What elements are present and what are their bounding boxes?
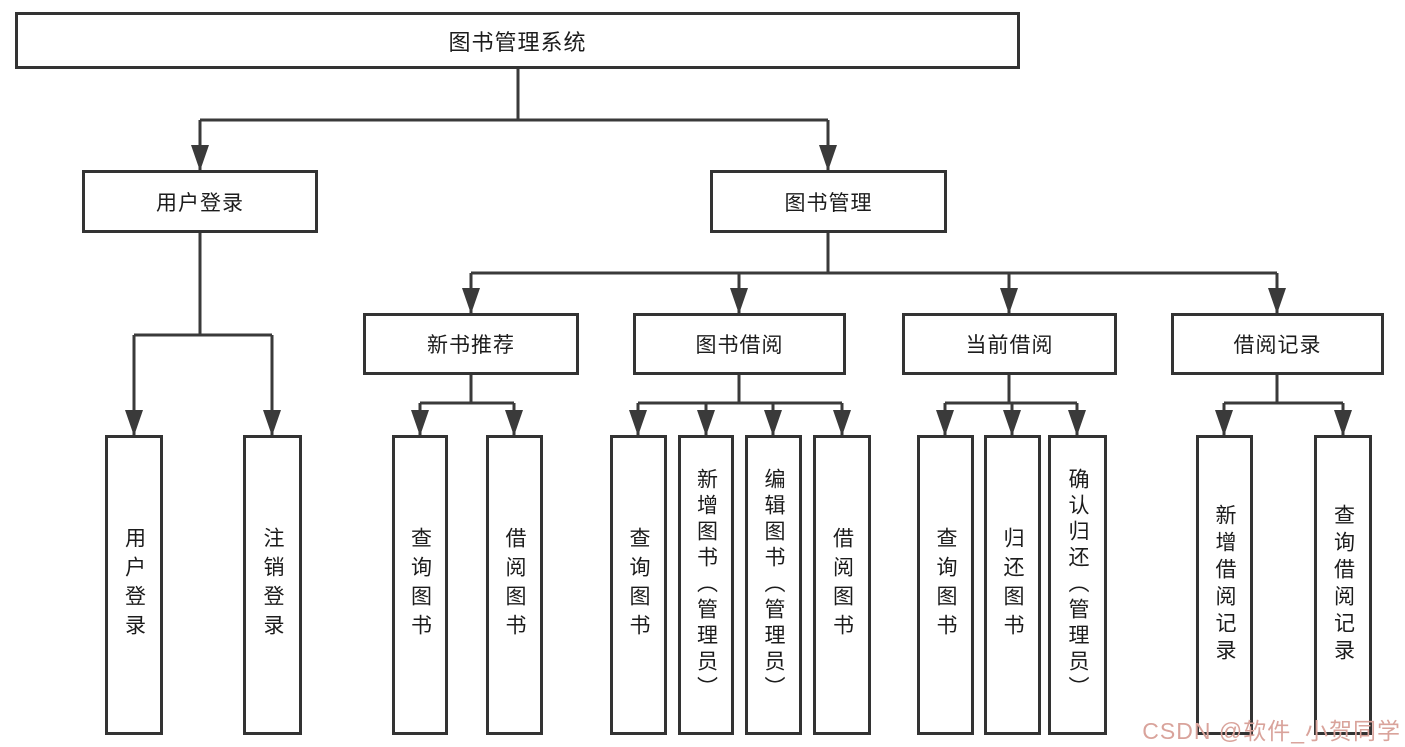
node-label: 编辑图书（管理员） bbox=[762, 468, 785, 702]
node-leaf-logout: 注销登录 bbox=[243, 435, 302, 735]
node-label: 新书推荐 bbox=[427, 334, 515, 357]
node-leaf-return-book: 归还图书 bbox=[984, 435, 1041, 735]
node-leaf-edit-book-admin: 编辑图书（管理员） bbox=[745, 435, 802, 735]
node-label: 注销登录 bbox=[261, 527, 284, 643]
node-book-management: 图书管理 bbox=[710, 170, 947, 233]
connector-bookborrow-to-leaves bbox=[629, 375, 851, 436]
node-borrow-record: 借阅记录 bbox=[1171, 313, 1384, 375]
node-label: 用户登录 bbox=[156, 191, 244, 215]
node-label: 查询图书 bbox=[934, 527, 957, 643]
node-current-borrow: 当前借阅 bbox=[902, 313, 1117, 375]
watermark: CSDN @软件_小贺同学 bbox=[1142, 718, 1401, 744]
node-label: 查询图书 bbox=[627, 527, 650, 643]
node-label: 新增图书（管理员） bbox=[694, 468, 718, 702]
node-leaf-query-book: 查询图书 bbox=[610, 435, 667, 735]
node-leaf-query-book: 查询图书 bbox=[392, 435, 448, 735]
node-label: 图书借阅 bbox=[695, 334, 784, 357]
node-leaf-query-borrow-record: 查询借阅记录 bbox=[1314, 435, 1372, 735]
connector-currentborrow-to-leaves bbox=[936, 375, 1086, 436]
node-leaf-add-book-admin: 新增图书（管理员） bbox=[678, 435, 734, 735]
connector-userlogin-to-leaves bbox=[125, 233, 281, 436]
node-label: 查询图书 bbox=[408, 527, 432, 643]
node-label: 借阅图书 bbox=[503, 527, 526, 643]
node-book-borrow: 图书借阅 bbox=[633, 313, 846, 375]
node-leaf-user-login: 用户登录 bbox=[105, 435, 163, 735]
node-leaf-add-borrow-record: 新增借阅记录 bbox=[1196, 435, 1253, 735]
node-new-book-recommend: 新书推荐 bbox=[363, 313, 579, 375]
node-label: 查询借阅记录 bbox=[1331, 504, 1355, 666]
connector-root-to-level2 bbox=[191, 69, 837, 171]
node-label: 图书管理 bbox=[784, 191, 873, 215]
node-label: 确认归还（管理员） bbox=[1066, 468, 1089, 702]
node-library-management-system: 图书管理系统 bbox=[15, 12, 1020, 69]
node-user-login: 用户登录 bbox=[82, 170, 318, 233]
connector-bookmgmt-to-level3 bbox=[462, 233, 1286, 314]
connector-newbook-to-leaves bbox=[411, 375, 523, 436]
node-label: 新增借阅记录 bbox=[1213, 504, 1236, 666]
node-leaf-query-book: 查询图书 bbox=[917, 435, 974, 735]
node-leaf-borrow-book: 借阅图书 bbox=[813, 435, 871, 735]
node-label: 图书管理系统 bbox=[448, 29, 587, 55]
node-label: 当前借阅 bbox=[965, 334, 1054, 357]
node-label: 借阅记录 bbox=[1233, 334, 1322, 357]
node-leaf-confirm-return-admin: 确认归还（管理员） bbox=[1048, 435, 1107, 735]
node-label: 用户登录 bbox=[122, 527, 146, 643]
connector-borrowrecord-to-leaves bbox=[1215, 375, 1352, 436]
node-label: 借阅图书 bbox=[830, 527, 854, 643]
node-leaf-borrow-book: 借阅图书 bbox=[486, 435, 543, 735]
node-label: 归还图书 bbox=[1001, 527, 1024, 643]
